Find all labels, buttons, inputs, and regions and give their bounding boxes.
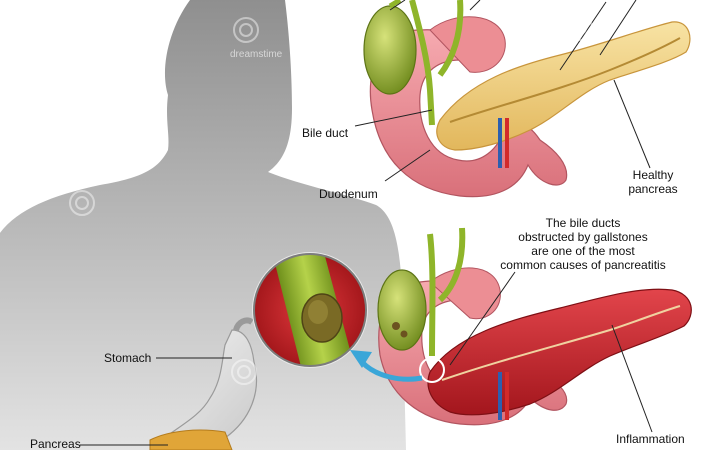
- label-healthy-pancreas-line2: pancreas: [628, 182, 678, 196]
- label-healthy-pancreas: Healthy pancreas: [618, 168, 688, 196]
- zoom-arrow-head: [350, 350, 372, 368]
- blockage-highlight: [419, 357, 445, 383]
- watermarks: [69, 15, 593, 385]
- caption-line-3: are one of the most: [531, 244, 635, 258]
- pancreas-organ: [149, 429, 233, 450]
- caption-gallstones: The bile ducts obstructed by gallstones …: [478, 216, 688, 272]
- healthy-anatomy: [363, 0, 691, 198]
- stomach-organ: [149, 317, 258, 450]
- label-inflammation: Inflammation: [616, 432, 685, 446]
- leader-lines: [80, 0, 653, 446]
- inflamed-anatomy: [377, 227, 692, 426]
- watermark-text: dreamstime: [230, 49, 283, 60]
- label-stomach: Stomach: [104, 351, 152, 365]
- label-bile-duct: Bile duct: [302, 126, 349, 140]
- label-healthy-pancreas-line1: Healthy: [632, 168, 674, 182]
- human-silhouette: [0, 0, 406, 450]
- caption-line-2: obstructed by gallstones: [518, 230, 648, 244]
- caption-line-4: common causes of pancreatitis: [500, 258, 666, 272]
- zoom-bile-duct-gallstone: [252, 252, 368, 368]
- label-pancreas: Pancreas: [30, 437, 81, 451]
- zoom-arrow: [360, 360, 423, 382]
- caption-line-1: The bile ducts: [545, 216, 621, 230]
- label-duodenum: Duodenum: [319, 187, 378, 201]
